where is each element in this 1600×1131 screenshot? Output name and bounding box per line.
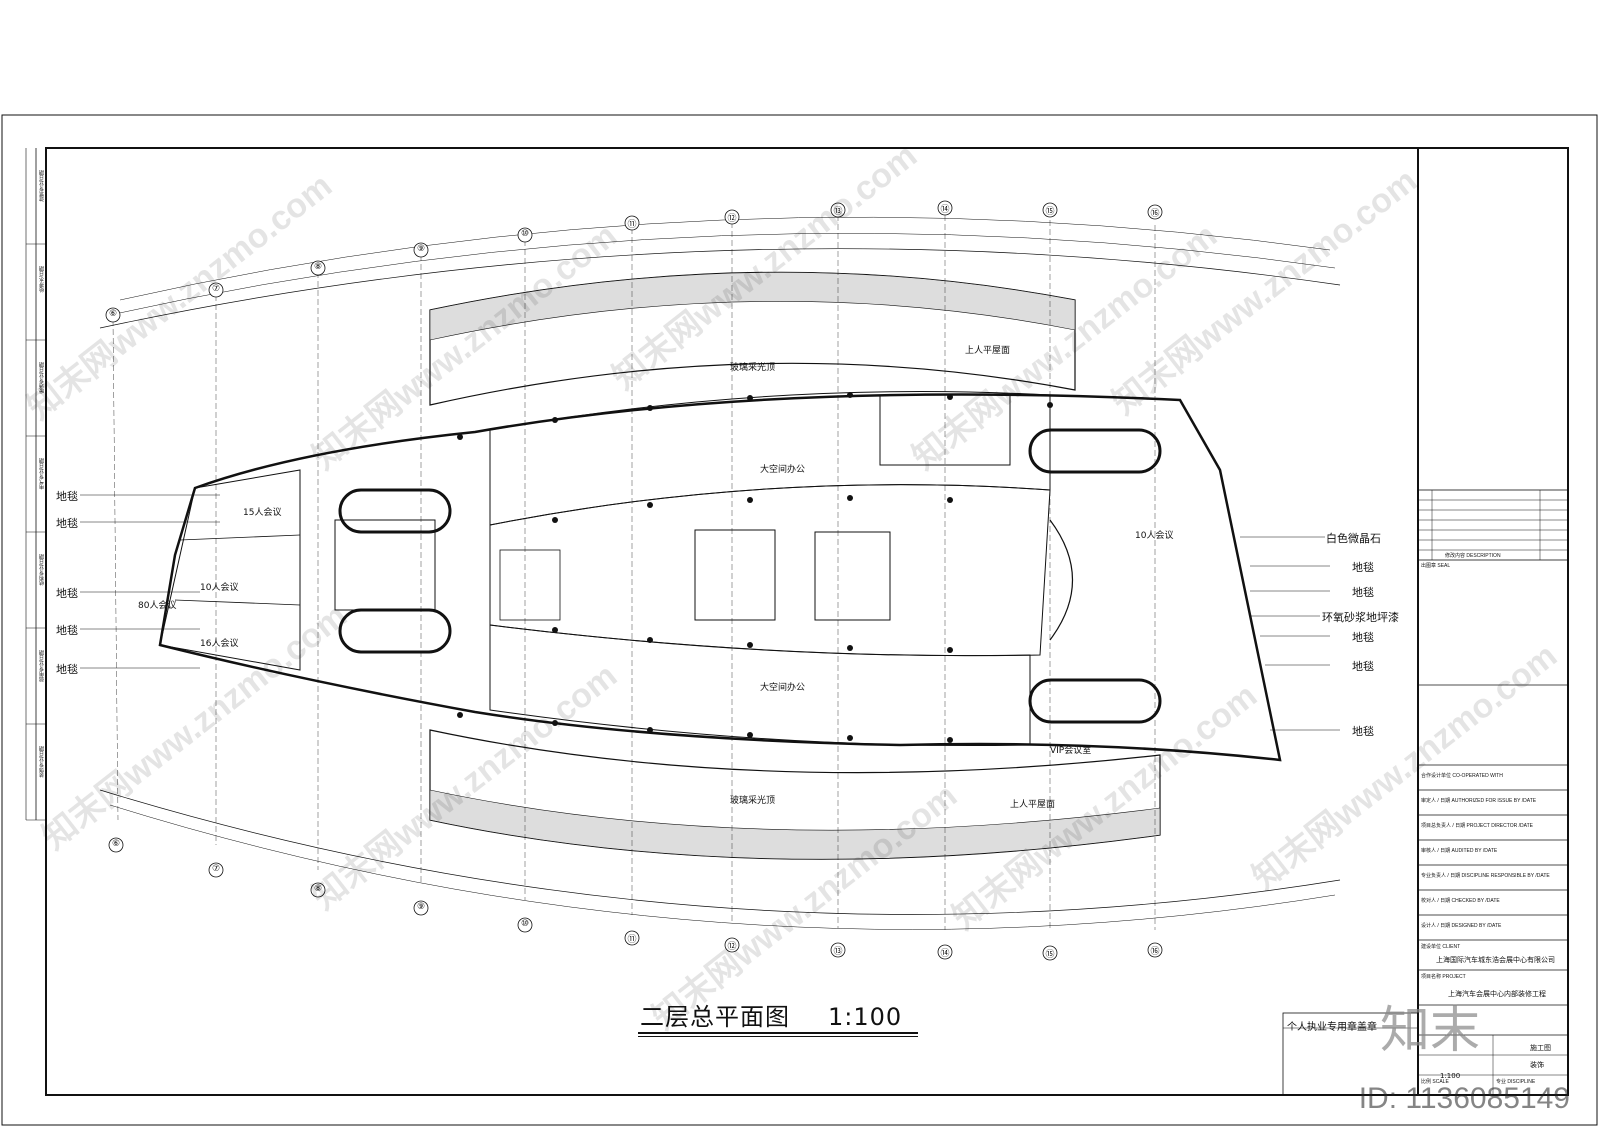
room-label-roof: 上人平屋面 — [965, 346, 1011, 356]
legend-material: 白色微晶石 — [1326, 532, 1381, 545]
room-label-meeting-16: 16人会议 — [200, 639, 239, 649]
grid-axis-label: ⑩ — [520, 919, 530, 929]
legend-leaders-left — [80, 494, 220, 669]
legend-material: 地毯 — [1352, 561, 1374, 574]
legend-leaders-right — [1240, 536, 1340, 731]
atrium-tile-grid — [489, 484, 1051, 657]
legend-material: 地毯 — [56, 624, 78, 637]
room-label-big-office: 大空间办公 — [760, 465, 806, 475]
tb-project-director: 项目总负责人 / 日期 PROJECT DIRECTOR /DATE — [1421, 823, 1533, 829]
room-label-big-office: 大空间办公 — [760, 683, 806, 693]
tb-client-label: 建设单位 CLIENT — [1421, 944, 1461, 950]
grid-axis-label: ⑥ — [111, 839, 121, 849]
room-label-roof: 上人平屋面 — [1010, 800, 1056, 810]
grid-axis-label: ⑮ — [1045, 950, 1055, 960]
room-label-glass-roof: 玻璃采光顶 — [730, 796, 776, 806]
drawing-title: 二层总平面图 1:100 — [640, 997, 902, 1032]
grid-axis-label: ⑬ — [833, 207, 843, 217]
side-stamp-label: 装饰专业/日期 — [39, 746, 45, 778]
grid-axis-label: ⑬ — [833, 947, 843, 957]
side-stamp-label: 给排水/日期 — [39, 266, 45, 293]
legend-material: 地毯 — [1352, 586, 1374, 599]
grid-axis-label: ⑥ — [108, 309, 118, 319]
legend-material: 环氧砂浆地坪漆 — [1322, 611, 1399, 624]
title-underline — [638, 1036, 918, 1037]
grid-axis-label: ⑮ — [1045, 207, 1055, 217]
title-underline — [638, 1032, 918, 1034]
tb-description: 修改内容 DESCRIPTION — [1445, 553, 1501, 559]
grid-axis-label: ⑯ — [1150, 947, 1160, 957]
legend-material: 地毯 — [56, 663, 78, 676]
side-stamp-label: 建筑专业/日期 — [39, 170, 45, 202]
legend-material: 地毯 — [56, 490, 78, 503]
brand-watermark: 知末 — [1380, 1001, 1480, 1059]
tb-cooperated: 合作设计单位 CO-OPERATED WITH — [1421, 773, 1503, 779]
grid-axis-label: ⑧ — [313, 262, 323, 272]
legend-material: 地毯 — [1352, 660, 1374, 673]
drawing-scale: 1:100 — [828, 1003, 903, 1031]
room-label-meeting-10b: 10人会议 — [1135, 531, 1174, 541]
tb-seal: 出图章 SEAL — [1421, 563, 1451, 569]
legend-material: 地毯 — [1352, 725, 1374, 738]
tb-client: 上海国际汽车城东浩会展中心有限公司 — [1436, 956, 1555, 964]
side-stamp-label: 结构专业/日期 — [39, 554, 45, 586]
grid-axis-label: ⑧ — [313, 884, 323, 894]
columns — [457, 392, 1053, 743]
tb-discipline: 装饰 — [1530, 1061, 1544, 1069]
tb-checked: 校对人 / 日期 CHECKED BY /DATE — [1421, 898, 1500, 904]
legend-material: 地毯 — [56, 587, 78, 600]
tb-scale-label: 比例 SCALE — [1421, 1079, 1449, 1085]
radial-grid-lines — [112, 215, 1156, 930]
side-stamp-label: 电气专业/日期 — [39, 458, 45, 490]
tb-discipline-label: 专业 DISCIPLINE — [1496, 1079, 1536, 1085]
tb-scale: 1:100 — [1440, 1072, 1461, 1080]
grid-bubbles-top — [105, 200, 1163, 323]
legend-material: 地毯 — [1352, 631, 1374, 644]
left-stamp-strip — [25, 148, 46, 821]
seal-label: 个人执业专用章盖章 — [1287, 1022, 1377, 1033]
grid-axis-label: ⑯ — [1150, 209, 1160, 219]
grid-axis-label: ⑭ — [940, 949, 950, 959]
drawing-title-text: 二层总平面图 — [640, 1003, 790, 1031]
grid-axis-label: ⑪ — [627, 220, 637, 230]
legend-material: 地毯 — [56, 517, 78, 530]
room-label-meeting-15: 15人会议 — [243, 508, 282, 518]
grid-axis-label: ⑦ — [211, 284, 221, 294]
tb-discipline-resp: 专业负责人 / 日期 DISCIPLINE RESPONSIBLE BY /DA… — [1421, 873, 1550, 879]
room-label-vip: VIP会议室 — [1050, 746, 1092, 756]
title-block — [1282, 148, 1569, 1096]
room-label-meeting-10: 10人会议 — [200, 583, 239, 593]
grid-axis-label: ⑦ — [211, 864, 221, 874]
side-stamp-label: 弱电专业/日期 — [39, 650, 45, 682]
grid-axis-label: ⑫ — [727, 942, 737, 952]
tb-authorized: 审定人 / 日期 AUTHORIZED FOR ISSUE BY /DATE — [1421, 798, 1537, 804]
tb-audited: 审核人 / 日期 AUDITED BY /DATE — [1421, 848, 1498, 854]
tb-designed: 设计人 / 日期 DESIGNED BY /DATE — [1421, 923, 1502, 929]
grid-axis-label: ⑪ — [627, 935, 637, 945]
grid-axis-label: ⑨ — [416, 244, 426, 254]
tb-stage: 施工图 — [1530, 1044, 1551, 1052]
grid-axis-label: ⑭ — [940, 205, 950, 215]
floor-plan — [80, 215, 1341, 930]
room-label-meeting-80: 80人会议 — [138, 601, 177, 611]
id-watermark: ID: 1136085149 — [1358, 1082, 1570, 1115]
drawing-border — [45, 147, 1569, 1096]
grid-axis-label: ⑩ — [520, 229, 530, 239]
side-stamp-label: 暖通专业/日期 — [39, 362, 45, 394]
sheet-outer-border — [1, 114, 1598, 1126]
grid-bubbles-bottom — [108, 837, 1163, 961]
room-label-glass-roof: 玻璃采光顶 — [730, 363, 776, 373]
grid-axis-label: ⑫ — [727, 214, 737, 224]
tb-project-label: 项目名称 PROJECT — [1421, 974, 1466, 980]
grid-axis-label: ⑨ — [416, 902, 426, 912]
tb-project: 上海汽车会展中心内部装修工程 — [1448, 990, 1546, 998]
